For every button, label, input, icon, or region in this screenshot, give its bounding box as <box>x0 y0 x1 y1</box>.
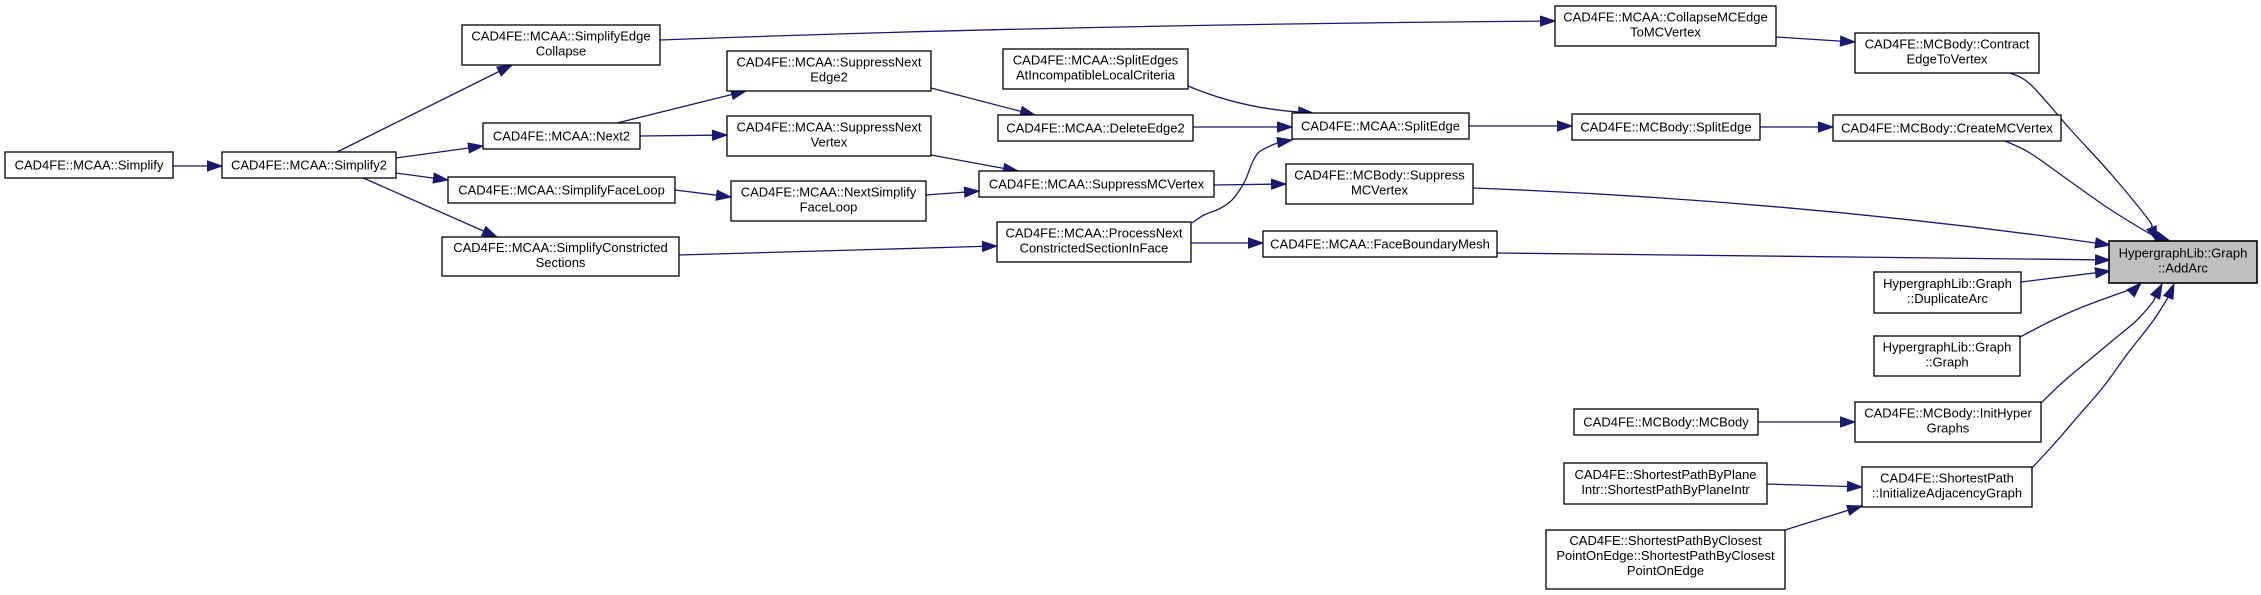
svg-text:CAD4FE::MCAA::SuppressMCVertex: CAD4FE::MCAA::SuppressMCVertex <box>989 177 1205 192</box>
svg-text:::Graph: ::Graph <box>1925 355 1968 370</box>
svg-text:CAD4FE::MCAA::SimplifyEdge: CAD4FE::MCAA::SimplifyEdge <box>471 29 650 44</box>
svg-text:CAD4FE::MCBody::InitHyper: CAD4FE::MCBody::InitHyper <box>1864 406 2032 421</box>
svg-text:CAD4FE::MCBody::MCBody: CAD4FE::MCBody::MCBody <box>1583 415 1749 430</box>
svg-text:CAD4FE::MCAA::SuppressNext: CAD4FE::MCAA::SuppressNext <box>737 120 922 135</box>
svg-text:CAD4FE::MCAA::Next2: CAD4FE::MCAA::Next2 <box>493 129 630 144</box>
svg-text:Vertex: Vertex <box>811 135 848 150</box>
svg-text:ConstrictedSectionInFace: ConstrictedSectionInFace <box>1020 241 1169 256</box>
svg-text:Edge2: Edge2 <box>810 70 848 85</box>
svg-text:CAD4FE::MCBody::SplitEdge: CAD4FE::MCBody::SplitEdge <box>1580 120 1751 135</box>
svg-text:CAD4FE::ShortestPathByClosest: CAD4FE::ShortestPathByClosest <box>1569 533 1762 548</box>
svg-text:Graphs: Graphs <box>1927 421 1970 436</box>
svg-text:FaceLoop: FaceLoop <box>800 200 858 215</box>
svg-text:MCVertex: MCVertex <box>1351 183 1409 198</box>
svg-text:CAD4FE::MCAA::ProcessNext: CAD4FE::MCAA::ProcessNext <box>1006 226 1183 241</box>
svg-text:HypergraphLib::Graph: HypergraphLib::Graph <box>1883 276 2012 291</box>
svg-text:HypergraphLib::Graph: HypergraphLib::Graph <box>2119 246 2248 261</box>
svg-text:CAD4FE::MCAA::FaceBoundaryMesh: CAD4FE::MCAA::FaceBoundaryMesh <box>1270 237 1490 252</box>
svg-text:CAD4FE::MCBody::Contract: CAD4FE::MCBody::Contract <box>1865 37 2030 52</box>
svg-text:CAD4FE::MCAA::SuppressNext: CAD4FE::MCAA::SuppressNext <box>737 55 922 70</box>
svg-text:EdgeToVertex: EdgeToVertex <box>1907 52 1988 67</box>
svg-text:CAD4FE::ShortestPathByPlane: CAD4FE::ShortestPathByPlane <box>1574 467 1756 482</box>
svg-text:CAD4FE::MCAA::Simplify2: CAD4FE::MCAA::Simplify2 <box>231 158 387 173</box>
svg-text:CAD4FE::MCAA::SplitEdge: CAD4FE::MCAA::SplitEdge <box>1301 119 1460 134</box>
svg-text:AtIncompatibleLocalCriteria: AtIncompatibleLocalCriteria <box>1016 68 1176 83</box>
svg-text:CAD4FE::MCAA::SimplifyFaceLoop: CAD4FE::MCAA::SimplifyFaceLoop <box>458 183 665 198</box>
svg-text:CAD4FE::ShortestPath: CAD4FE::ShortestPath <box>1880 471 2014 486</box>
svg-text:Sections: Sections <box>536 255 586 270</box>
svg-text:Intr::ShortestPathByPlaneIntr: Intr::ShortestPathByPlaneIntr <box>1581 482 1750 497</box>
svg-text:PointOnEdge::ShortestPathByClo: PointOnEdge::ShortestPathByClosest <box>1556 548 1775 563</box>
svg-text:CAD4FE::MCAA::Simplify: CAD4FE::MCAA::Simplify <box>15 158 164 173</box>
svg-text:CAD4FE::MCBody::Suppress: CAD4FE::MCBody::Suppress <box>1294 168 1465 183</box>
svg-text:CAD4FE::MCAA::CollapseMCEdge: CAD4FE::MCAA::CollapseMCEdge <box>1563 10 1767 25</box>
svg-text:HypergraphLib::Graph: HypergraphLib::Graph <box>1883 340 2012 355</box>
svg-text:CAD4FE::MCAA::SimplifyConstric: CAD4FE::MCAA::SimplifyConstricted <box>453 240 668 255</box>
svg-text:CAD4FE::MCAA::DeleteEdge2: CAD4FE::MCAA::DeleteEdge2 <box>1006 121 1184 136</box>
svg-text:CAD4FE::MCAA::SplitEdges: CAD4FE::MCAA::SplitEdges <box>1013 53 1179 68</box>
svg-text:Collapse: Collapse <box>536 44 587 59</box>
svg-text:CAD4FE::MCBody::CreateMCVertex: CAD4FE::MCBody::CreateMCVertex <box>1841 121 2053 136</box>
svg-text:PointOnEdge: PointOnEdge <box>1627 563 1704 578</box>
svg-text:::DuplicateArc: ::DuplicateArc <box>1907 291 1988 306</box>
svg-text:::AddArc: ::AddArc <box>2158 261 2208 276</box>
svg-text:ToMCVertex: ToMCVertex <box>1630 25 1701 40</box>
svg-text:CAD4FE::MCAA::NextSimplify: CAD4FE::MCAA::NextSimplify <box>741 185 917 200</box>
svg-text:::InitializeAdjacencyGraph: ::InitializeAdjacencyGraph <box>1872 486 2022 501</box>
